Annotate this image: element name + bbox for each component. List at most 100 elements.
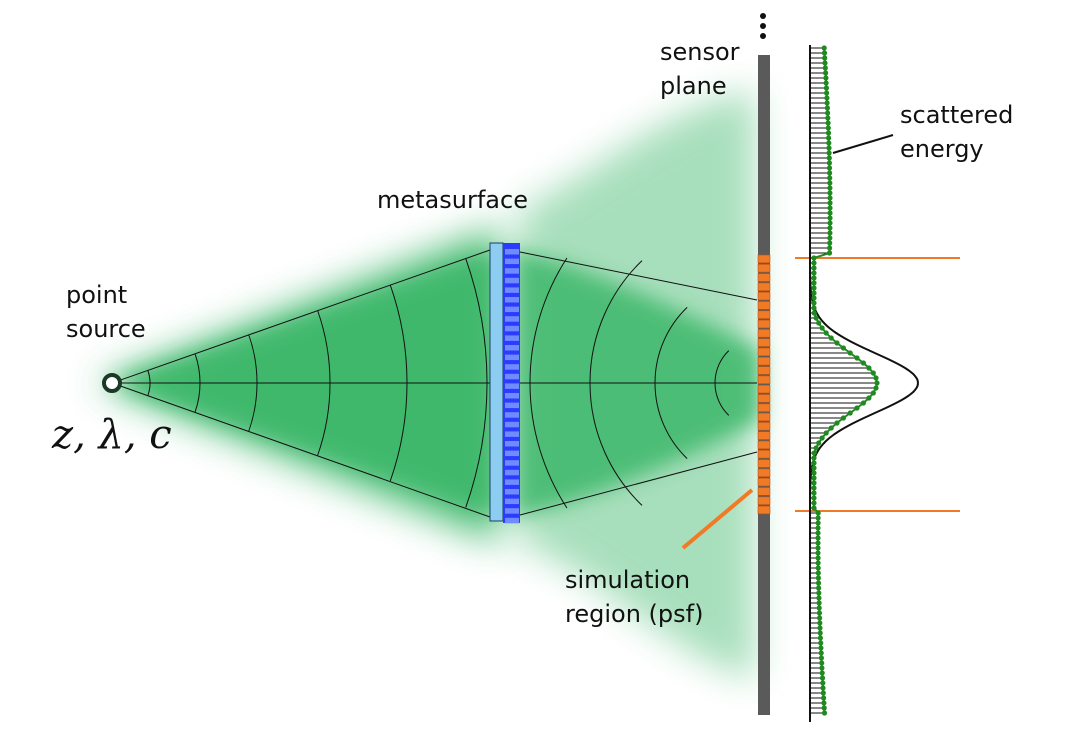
- point-source-label: point source: [66, 278, 146, 346]
- energy-sample: [815, 545, 821, 551]
- energy-sample: [828, 335, 834, 341]
- pillar-gap: [505, 402, 519, 409]
- energy-sample: [817, 630, 823, 636]
- energy-sample: [819, 325, 825, 331]
- energy-sample: [828, 425, 834, 431]
- energy-sample: [815, 520, 821, 526]
- sensor-pixel: [757, 347, 771, 357]
- energy-sample: [811, 265, 817, 271]
- energy-sample: [811, 310, 817, 316]
- energy-sample: [815, 560, 821, 566]
- energy-sample: [815, 565, 821, 571]
- sensor-pixel: [757, 403, 771, 412]
- vertical-ellipsis-icon: [760, 13, 766, 39]
- pillar-gap: [505, 508, 519, 514]
- energy-sample: [811, 290, 817, 296]
- energy-sample: [815, 550, 821, 556]
- energy-sample: [821, 50, 828, 56]
- wavefront-in: [248, 334, 258, 432]
- sensor-pixel: [757, 329, 771, 338]
- energy-sample: [827, 240, 833, 246]
- energy-sample: [811, 270, 817, 276]
- energy-sample: [840, 345, 847, 351]
- energy-sample: [811, 470, 817, 476]
- pillar-gap: [505, 354, 519, 361]
- energy-sample: [811, 260, 817, 266]
- pillar-gap: [505, 460, 519, 466]
- energy-sample: [822, 60, 828, 66]
- point-source-line-1: point: [66, 281, 128, 309]
- energy-sample: [811, 305, 817, 311]
- energy-sample: [826, 160, 833, 166]
- energy-sample: [827, 185, 833, 191]
- wavefront-in: [194, 353, 201, 413]
- simulation-region-line-1: simulation: [565, 566, 691, 594]
- sensor-pixel: [757, 291, 771, 301]
- energy-sample: [827, 220, 833, 226]
- pillar-gap: [505, 469, 519, 476]
- energy-sample: [811, 450, 817, 456]
- sensor-pixel: [757, 263, 771, 273]
- energy-sample: [811, 295, 817, 301]
- energy-sample: [822, 55, 828, 61]
- energy-sample: [811, 460, 817, 466]
- pillar-gap: [505, 258, 519, 265]
- metasurface-substrate: [489, 242, 504, 522]
- energy-sample: [827, 205, 833, 211]
- sensor-pixel: [757, 338, 771, 347]
- pillar-gap: [505, 345, 519, 351]
- energy-sample: [820, 685, 826, 691]
- pillar-gap: [505, 489, 519, 495]
- energy-sample: [827, 215, 833, 221]
- simulation-region-line-2: region (psf): [565, 600, 704, 628]
- pillar-gap: [505, 383, 519, 389]
- simulation-region-label: simulation region (psf): [565, 563, 703, 631]
- energy-sample: [826, 145, 832, 151]
- scattered-energy-line-2: energy: [900, 135, 984, 163]
- pillar-gap: [505, 431, 519, 437]
- energy-sample: [816, 605, 822, 611]
- pillar-gap: [505, 450, 519, 457]
- energy-sample: [815, 535, 821, 541]
- energy-sample: [816, 590, 822, 596]
- sensor-pixel: [757, 301, 771, 310]
- sensor-pixel: [757, 459, 771, 468]
- sensor-pixel: [757, 487, 771, 496]
- energy-sample: [826, 250, 833, 256]
- wavefront-out: [654, 307, 688, 459]
- energy-sample: [825, 115, 831, 121]
- pillar-gap: [505, 287, 519, 293]
- energy-sample: [817, 625, 823, 631]
- sensor-pixels: [757, 254, 771, 515]
- energy-sample: [815, 570, 821, 576]
- energy-sample: [824, 95, 830, 101]
- energy-sample: [818, 645, 824, 651]
- energy-sample: [823, 80, 829, 86]
- energy-sample: [827, 210, 833, 216]
- energy-sample: [815, 540, 821, 546]
- energy-sample: [854, 405, 860, 411]
- energy-sample: [873, 385, 879, 391]
- sensor-pixel: [757, 412, 771, 422]
- pillar-gap: [505, 373, 519, 380]
- energy-sample: [817, 620, 823, 626]
- sensor-pixel: [757, 310, 771, 319]
- energy-sample: [819, 665, 825, 671]
- point-source-line-2: source: [66, 315, 146, 343]
- sensor-pixel: [757, 477, 771, 487]
- energy-sample: [811, 480, 817, 486]
- energy-sample: [816, 610, 823, 616]
- energy-sample: [827, 230, 833, 236]
- energy-sample: [834, 420, 840, 426]
- energy-sample: [870, 370, 876, 376]
- energy-sample: [823, 430, 829, 436]
- energy-sample: [840, 415, 847, 421]
- energy-sample: [827, 245, 833, 251]
- energy-sample: [823, 330, 829, 336]
- sensor-pixel: [757, 356, 771, 366]
- energy-sample: [827, 225, 833, 231]
- energy-sample: [821, 695, 827, 701]
- energy-sample: [811, 475, 817, 481]
- energy-sample: [817, 635, 824, 641]
